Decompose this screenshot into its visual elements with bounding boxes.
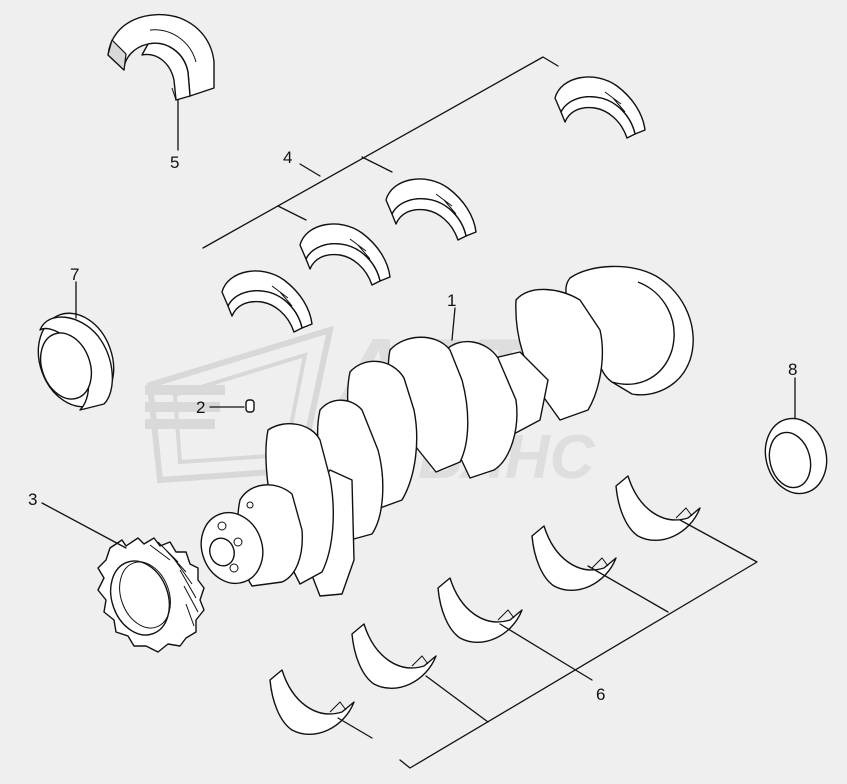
callout-6: 6 <box>596 685 605 704</box>
timing-gear-3 <box>97 537 205 653</box>
leader-1 <box>451 307 456 341</box>
callout-3: 3 <box>28 490 37 509</box>
bracket-6 <box>337 519 758 769</box>
main-bearing-lower-shells-6 <box>269 475 701 735</box>
bracket-4 <box>202 56 559 249</box>
callout-7: 7 <box>70 265 79 284</box>
thrust-bearing-shell-5 <box>107 14 215 101</box>
leader-3 <box>41 502 127 549</box>
callout-2: 2 <box>196 398 205 417</box>
main-bearing-upper-shells-4 <box>221 76 646 333</box>
seal-ring-8 <box>764 417 828 495</box>
dowel-pin-2 <box>245 399 255 413</box>
callout-5: 5 <box>170 153 179 172</box>
crankshaft-1 <box>200 265 694 597</box>
callout-4: 4 <box>283 148 292 167</box>
seal-ring-7 <box>37 312 115 411</box>
callout-8: 8 <box>788 360 797 379</box>
callout-1: 1 <box>447 291 456 310</box>
